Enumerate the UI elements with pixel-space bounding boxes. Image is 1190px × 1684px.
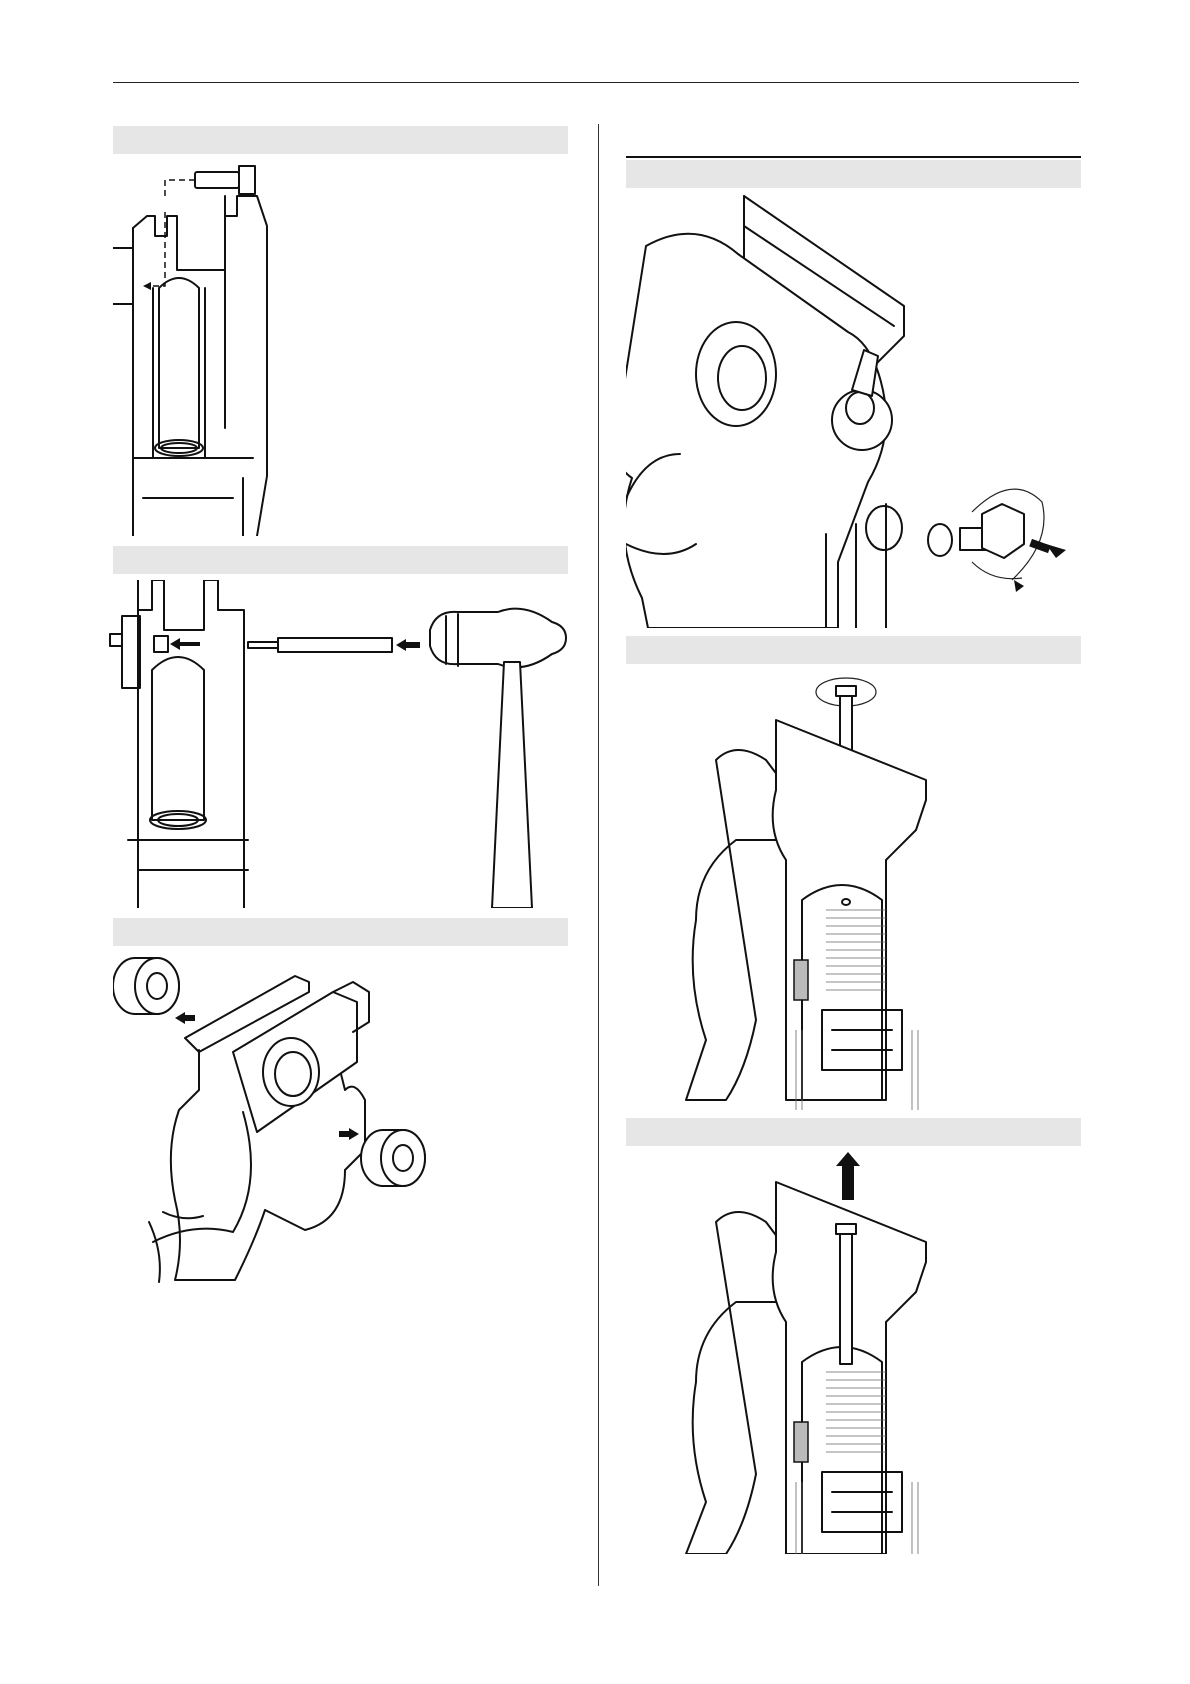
step-bar-1 — [113, 126, 568, 154]
bushing-removal-diagram — [113, 952, 453, 1292]
threaded-rod-insert-diagram — [626, 670, 1081, 1110]
piston-extraction-diagram — [626, 1152, 1081, 1554]
plug-removal-diagram — [626, 194, 1081, 628]
column-divider — [598, 124, 599, 1586]
right-section-heading — [626, 126, 1081, 152]
step-bar-3 — [113, 918, 568, 946]
step-bar-6 — [626, 1118, 1081, 1146]
step-bar-4 — [626, 160, 1081, 188]
step-bar-2 — [113, 546, 568, 574]
bolt-removal-diagram — [113, 158, 293, 536]
hammer-punch-diagram — [108, 580, 568, 908]
step-bar-5 — [626, 636, 1081, 664]
right-section-rule — [626, 156, 1081, 158]
top-rule — [113, 82, 1079, 83]
